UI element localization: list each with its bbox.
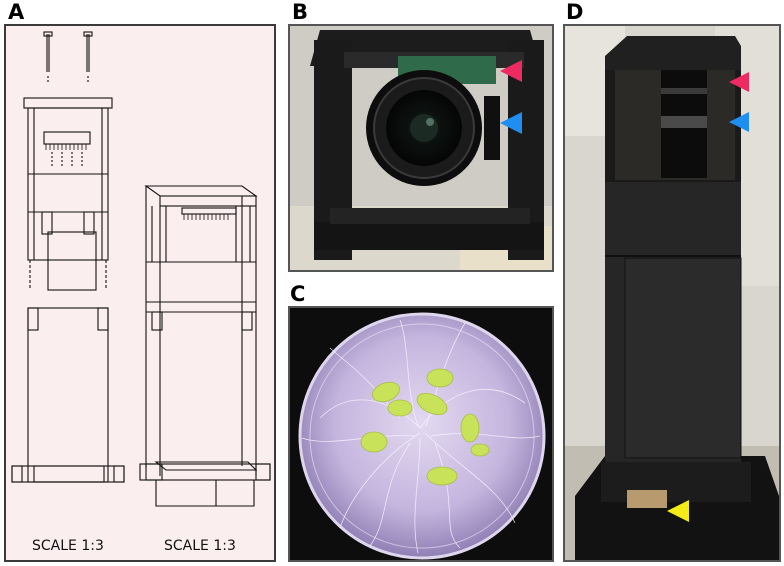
panel-label-a: A [8,0,25,24]
screw-left [43,31,53,72]
pink-triangle-marker-icon [500,60,522,82]
screw-right [83,31,93,72]
panel-a-technical-drawing: SCALE 1:3 SCALE 1:3 [4,24,276,562]
yellow-triangle-marker-icon [667,500,689,522]
panel-b-camera-photo [288,24,554,272]
scale-label-right: SCALE 1:3 [164,538,236,554]
blue-triangle-marker-icon [729,112,749,132]
panel-label-c: C [290,282,306,306]
blue-triangle-marker-icon [500,112,522,134]
panel-c-petri-dish-photo [288,306,554,562]
panel-label-b: B [292,0,309,24]
exploded-assembly-drawing [11,31,271,507]
isometric-assembly [139,185,271,507]
imaging-tower-photo [565,26,779,560]
scale-label-left: SCALE 1:3 [32,538,104,554]
petri-dish-seedlings [290,308,552,560]
panel-d-tower-photo [563,24,781,562]
camera-frame-photo [290,26,552,270]
pink-triangle-marker-icon [729,72,749,92]
panel-label-d: D [566,0,584,24]
